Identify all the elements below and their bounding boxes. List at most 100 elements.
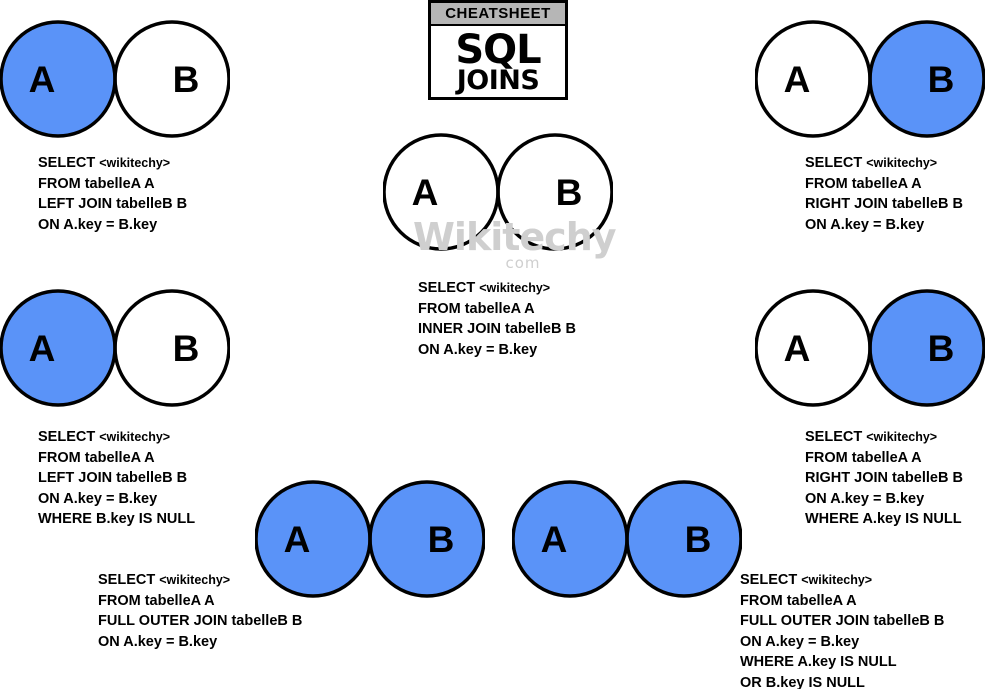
sql-line: ON A.key = B.key — [805, 490, 925, 507]
sql-keyword: SELECT — [38, 155, 96, 171]
venn-label-b: B — [928, 59, 955, 100]
sql-line: SELECT <wikitechy> — [805, 153, 963, 174]
venn-circle-b-outline — [113, 20, 230, 138]
venn-label-b: B — [173, 59, 200, 100]
venn-left-join: A B — [0, 20, 230, 138]
venn-circle-a-outline — [383, 133, 500, 251]
sql-block-right-join: SELECT <wikitechy> FROM tabelleA A RIGHT… — [805, 153, 963, 235]
venn-circle-a-outline — [755, 20, 872, 138]
logo-title-joins: JOINS — [456, 64, 540, 96]
sql-line: FULL OUTER JOIN tabelleB B — [98, 613, 303, 629]
sql-block-left-join: SELECT <wikitechy> FROM tabelleA A LEFT … — [38, 153, 187, 235]
diagram-left-join: A B — [0, 4, 230, 156]
sql-line: ON A.key = B.key — [805, 216, 925, 233]
sql-block-right-join-exclusive: SELECT <wikitechy> FROM tabelleA A RIGHT… — [805, 427, 963, 530]
sql-block-inner-join: SELECT <wikitechy> FROM tabelleA A INNER… — [418, 278, 576, 360]
venn-label-a: A — [29, 59, 56, 100]
sql-line: RIGHT JOIN tabelleB B — [805, 470, 963, 486]
sql-line: FULL OUTER JOIN tabelleB B — [740, 613, 945, 629]
logo-title-sql: SQL — [455, 26, 541, 73]
logo-title-block: SQL JOINS — [431, 26, 565, 99]
sql-tag: <wikitechy> — [479, 281, 551, 295]
venn-label-a: A — [284, 519, 311, 560]
venn-label-b: B — [428, 519, 455, 560]
sql-line: INNER JOIN tabelleB B — [418, 321, 576, 337]
venn-label-a: A — [412, 172, 439, 213]
sql-tag: <wikitechy> — [801, 573, 873, 587]
diagram-full-outer-join: A B — [255, 464, 485, 616]
venn-circle-b-outline — [496, 133, 613, 251]
sql-line: WHERE A.key IS NULL — [805, 511, 962, 527]
venn-label-a: A — [784, 59, 811, 100]
sql-line: FROM tabelleA A — [38, 449, 155, 466]
sql-keyword: SELECT — [418, 280, 476, 296]
sql-keyword: SELECT — [38, 429, 96, 445]
sql-line: SELECT <wikitechy> — [98, 570, 302, 591]
sql-tag: <wikitechy> — [99, 156, 171, 170]
diagram-right-join-exclusive: A B — [755, 273, 985, 425]
logo-band: CHEATSHEET — [431, 3, 565, 26]
sql-line: SELECT <wikitechy> — [805, 427, 963, 448]
sql-line: SELECT <wikitechy> — [418, 278, 576, 299]
sql-line: SELECT <wikitechy> — [740, 570, 944, 591]
sql-line: FROM tabelleA A — [98, 592, 215, 609]
cheatsheet-logo: CHEATSHEET SQL JOINS — [428, 0, 568, 100]
sql-line: LEFT JOIN tabelleB B — [38, 196, 188, 212]
venn-full-outer-join-exclusive: A B — [512, 464, 742, 616]
sql-line: WHERE A.key IS NULL — [740, 654, 897, 670]
diagram-left-join-exclusive: A B — [0, 273, 230, 425]
venn-right-join-exclusive: A B — [755, 273, 985, 425]
sql-line: ON A.key = B.key — [38, 490, 158, 507]
venn-circle-b-outline — [868, 20, 985, 138]
sql-line: OR B.key IS NULL — [740, 674, 865, 689]
venn-label-b: B — [556, 172, 583, 213]
venn-circle-b-outline — [625, 480, 742, 598]
sql-block-full-outer-join-exclusive: SELECT <wikitechy> FROM tabelleA A FULL … — [740, 570, 944, 689]
sql-keyword: SELECT — [805, 429, 863, 445]
diagram-inner-join: A B — [383, 117, 613, 269]
sql-line: SELECT <wikitechy> — [38, 153, 187, 174]
venn-label-b: B — [173, 328, 200, 369]
sql-tag: <wikitechy> — [99, 430, 171, 444]
sql-line: FROM tabelleA A — [418, 300, 535, 317]
venn-full-outer-join: A B — [255, 480, 485, 598]
venn-label-a: A — [29, 328, 56, 369]
sql-keyword: SELECT — [740, 572, 798, 588]
venn-label-b: B — [685, 519, 712, 560]
venn-label-b: B — [928, 328, 955, 369]
venn-left-join-exclusive: A B — [0, 273, 230, 425]
sql-tag: <wikitechy> — [866, 430, 938, 444]
sql-block-full-outer-join: SELECT <wikitechy> FROM tabelleA A FULL … — [98, 570, 302, 652]
venn-region-a-full — [1, 22, 115, 136]
sql-line: ON A.key = B.key — [38, 216, 158, 233]
sql-line: SELECT <wikitechy> — [38, 427, 195, 448]
venn-circle-b-outline — [113, 289, 230, 407]
sql-line: FROM tabelleA A — [740, 592, 857, 609]
diagram-right-join: A B — [755, 4, 985, 156]
logo-band-label: CHEATSHEET — [445, 5, 551, 22]
venn-region-a-full — [256, 482, 370, 596]
sql-line: FROM tabelleA A — [805, 175, 922, 192]
sql-line: FROM tabelleA A — [805, 449, 922, 466]
sql-tag: <wikitechy> — [866, 156, 938, 170]
sql-keyword: SELECT — [805, 155, 863, 171]
sql-line: ON A.key = B.key — [740, 633, 860, 650]
sql-block-left-join-exclusive: SELECT <wikitechy> FROM tabelleA A LEFT … — [38, 427, 195, 530]
diagram-full-outer-join-exclusive: A B — [512, 464, 742, 616]
venn-circle-b-outline — [368, 480, 485, 598]
venn-inner-join: A B — [383, 133, 613, 251]
sql-line: WHERE B.key IS NULL — [38, 511, 196, 527]
sql-line: RIGHT JOIN tabelleB B — [805, 196, 963, 212]
sql-tag: <wikitechy> — [159, 573, 231, 587]
sql-line: ON A.key = B.key — [98, 633, 218, 650]
sql-line: ON A.key = B.key — [418, 341, 538, 358]
venn-right-join: A B — [755, 20, 985, 138]
venn-label-a: A — [784, 328, 811, 369]
sql-line: FROM tabelleA A — [38, 175, 155, 192]
sql-line: LEFT JOIN tabelleB B — [38, 470, 188, 486]
venn-region-b-full — [870, 22, 984, 136]
sql-keyword: SELECT — [98, 572, 156, 588]
venn-region-b-full — [370, 482, 484, 596]
venn-circle-b-outline — [868, 289, 985, 407]
